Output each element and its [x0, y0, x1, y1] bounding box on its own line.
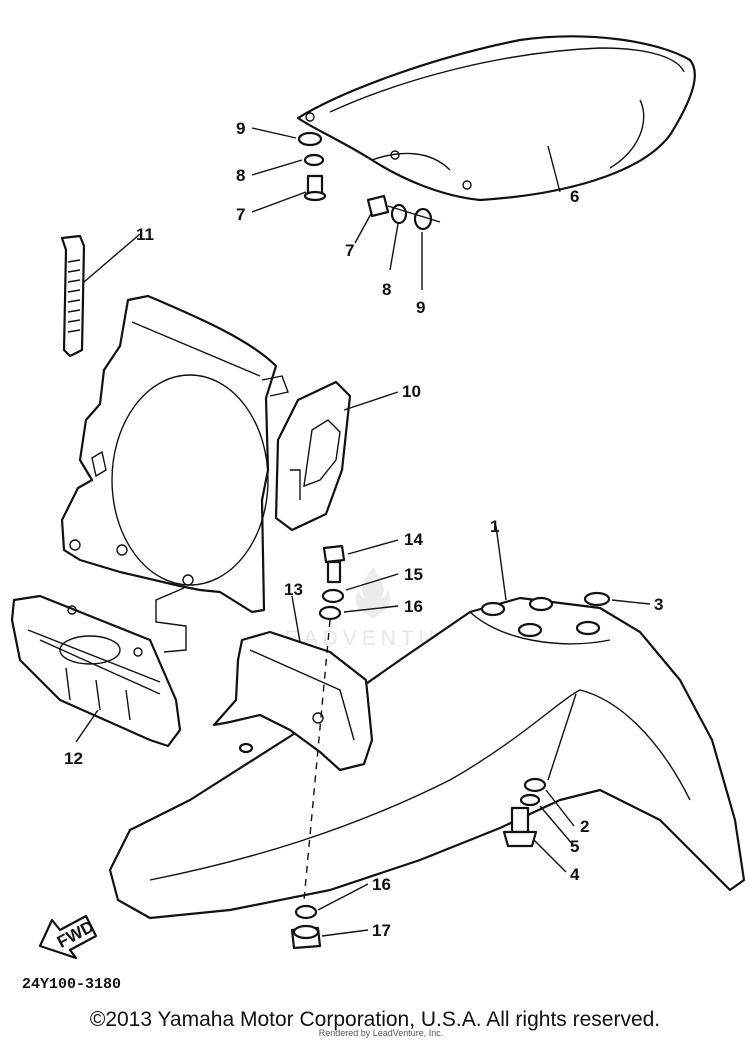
callout-2: 2: [580, 817, 589, 836]
callout-9b: 9: [416, 298, 425, 317]
callout-14: 14: [404, 530, 423, 549]
part-1-fender: [108, 596, 746, 920]
callout-8b: 8: [382, 280, 391, 299]
part-6-flap: [296, 35, 696, 202]
callout-8a: 8: [236, 166, 245, 185]
part-12-cover-plate: [10, 594, 182, 748]
part-10-bracket: [274, 380, 352, 532]
part-11-cable-tie: [60, 234, 86, 358]
callout-4: 4: [570, 865, 580, 884]
callout-1: 1: [490, 517, 499, 536]
part-13-guard: [212, 630, 374, 772]
hardware-bolt-stack: [290, 544, 346, 950]
hardware-mid: [366, 194, 441, 231]
callout-17: 17: [372, 921, 391, 940]
copyright-footer: ©2013 Yamaha Motor Corporation, U.S.A. A…: [89, 1008, 661, 1031]
callout-13: 13: [284, 580, 303, 599]
flame-icon: [355, 567, 391, 619]
drawing-number: 24Y100-3180: [22, 976, 121, 993]
callout-7b: 7: [345, 241, 354, 260]
callout-5: 5: [570, 837, 579, 856]
callout-10: 10: [402, 382, 421, 401]
part-shroud-plate: [60, 294, 289, 614]
hardware-right: [502, 591, 611, 848]
callout-7a: 7: [236, 205, 245, 224]
callout-15: 15: [404, 565, 423, 584]
fwd-arrow: FWD: [38, 914, 97, 960]
callout-9a: 9: [236, 119, 245, 138]
leader-lines: [75, 127, 651, 937]
callout-3: 3: [654, 595, 663, 614]
render-credit: Rendered by LeadVenture, Inc.: [318, 1028, 444, 1038]
callout-12: 12: [64, 749, 83, 768]
callout-16a: 16: [404, 597, 423, 616]
callout-6: 6: [570, 187, 579, 206]
callout-16b: 16: [372, 875, 391, 894]
connector-line: [155, 587, 187, 653]
hardware-upper-left: [297, 131, 327, 202]
callout-11: 11: [136, 225, 154, 244]
callout-labels: 9 8 7 6 7 8 9 11 10 1 14 15 16 13 3 12 2…: [64, 119, 663, 940]
